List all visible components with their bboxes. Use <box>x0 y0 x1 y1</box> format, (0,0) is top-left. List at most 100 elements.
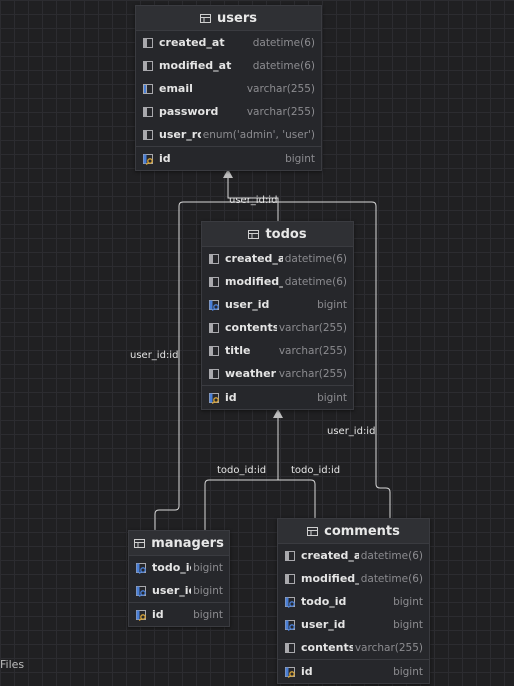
table-comments[interactable]: commentscreated_atdatetime(6)modified_at… <box>277 518 430 684</box>
column-type: datetime(6) <box>284 252 347 265</box>
column-type: datetime(6) <box>284 275 347 288</box>
column-name: id <box>159 152 171 165</box>
column-icon <box>209 345 219 356</box>
column-type: bigint <box>193 584 223 597</box>
column-icon <box>143 106 153 117</box>
column-icon <box>285 642 295 653</box>
column-row[interactable]: todo_id bigint <box>278 590 429 613</box>
column-name: password <box>159 105 219 118</box>
column-type: datetime(6) <box>360 549 423 562</box>
column-name: created_at <box>225 252 283 265</box>
column-name: user_role <box>159 128 201 141</box>
column-name: created_at <box>301 549 359 562</box>
column-icon <box>209 253 219 264</box>
column-type: datetime(6) <box>360 572 423 585</box>
column-name: modified_at <box>225 275 283 288</box>
foreign-key-icon <box>285 596 295 608</box>
table-header[interactable]: todos <box>202 222 353 247</box>
relation-label-comments-todos: todo_id:id <box>291 465 341 476</box>
foreign-key-icon <box>136 562 146 574</box>
table-icon <box>248 229 260 239</box>
table-name: comments <box>324 523 400 539</box>
column-name: id <box>225 391 237 404</box>
column-type: bigint <box>393 618 423 631</box>
column-icon <box>143 129 153 140</box>
primary-key-icon <box>136 609 146 621</box>
column-row[interactable]: user_id bigint <box>278 613 429 636</box>
primary-key-row[interactable]: id bigint <box>278 659 429 683</box>
primary-key-icon <box>209 392 219 404</box>
column-type: bigint <box>393 665 423 678</box>
column-row[interactable]: modified_at datetime(6) <box>136 54 321 77</box>
foreign-key-icon <box>209 299 219 311</box>
table-name: todos <box>265 226 307 242</box>
column-type: varchar(255) <box>278 321 347 334</box>
column-row[interactable]: user_roleenum('admin', 'user') <box>136 123 321 146</box>
table-icon <box>200 13 212 23</box>
primary-key-row[interactable]: id bigint <box>136 146 321 170</box>
column-name: todo_id <box>152 561 191 574</box>
column-type: bigint <box>317 391 347 404</box>
column-icon <box>209 322 219 333</box>
table-managers[interactable]: managerstodo_idbigintuser_idbigintidbigi… <box>128 530 230 627</box>
relation-label-todos-users: user_id:id <box>229 195 278 206</box>
table-todos[interactable]: todoscreated_atdatetime(6)modified_atdat… <box>201 221 354 410</box>
column-name: user_id <box>152 584 191 597</box>
relation-label-comments-users: user_id:id <box>327 426 376 437</box>
table-header[interactable]: comments <box>278 519 429 544</box>
column-icon <box>209 368 219 379</box>
column-name: id <box>152 608 164 621</box>
unique-column-icon <box>143 83 153 94</box>
column-name: id <box>301 665 313 678</box>
primary-key-row[interactable]: id bigint <box>202 385 353 409</box>
column-name: modified_at <box>301 572 359 585</box>
line-managers-todos <box>204 417 279 530</box>
column-name: user_id <box>301 618 346 631</box>
column-type: bigint <box>393 595 423 608</box>
files-label[interactable]: Files <box>0 658 25 671</box>
primary-key-icon <box>285 666 295 678</box>
table-header[interactable]: users <box>136 6 321 31</box>
line-managers-users <box>154 201 228 530</box>
column-icon <box>143 37 153 48</box>
column-type: enum('admin', 'user') <box>202 128 315 141</box>
column-icon <box>285 573 295 584</box>
column-row[interactable]: password varchar(255) <box>136 100 321 123</box>
foreign-key-icon <box>285 619 295 631</box>
column-name: created_at <box>159 36 225 49</box>
table-header[interactable]: managers <box>129 531 229 556</box>
column-type: bigint <box>285 152 315 165</box>
column-icon <box>209 276 219 287</box>
line-comments-users <box>228 201 391 518</box>
column-name: title <box>225 344 251 357</box>
table-name: users <box>217 10 257 26</box>
column-row[interactable]: title varchar(255) <box>202 339 353 362</box>
column-type: varchar(255) <box>246 105 315 118</box>
arrow-to-users <box>223 169 233 178</box>
column-name: contents <box>301 641 353 654</box>
column-name: email <box>159 82 193 95</box>
table-icon <box>134 538 146 548</box>
line-comments-todos <box>278 479 316 518</box>
column-name: weather <box>225 367 277 380</box>
column-name: user_id <box>225 298 270 311</box>
column-type: varchar(255) <box>278 344 347 357</box>
column-type: datetime(6) <box>252 59 315 72</box>
column-name: modified_at <box>159 59 232 72</box>
column-name: todo_id <box>301 595 347 608</box>
